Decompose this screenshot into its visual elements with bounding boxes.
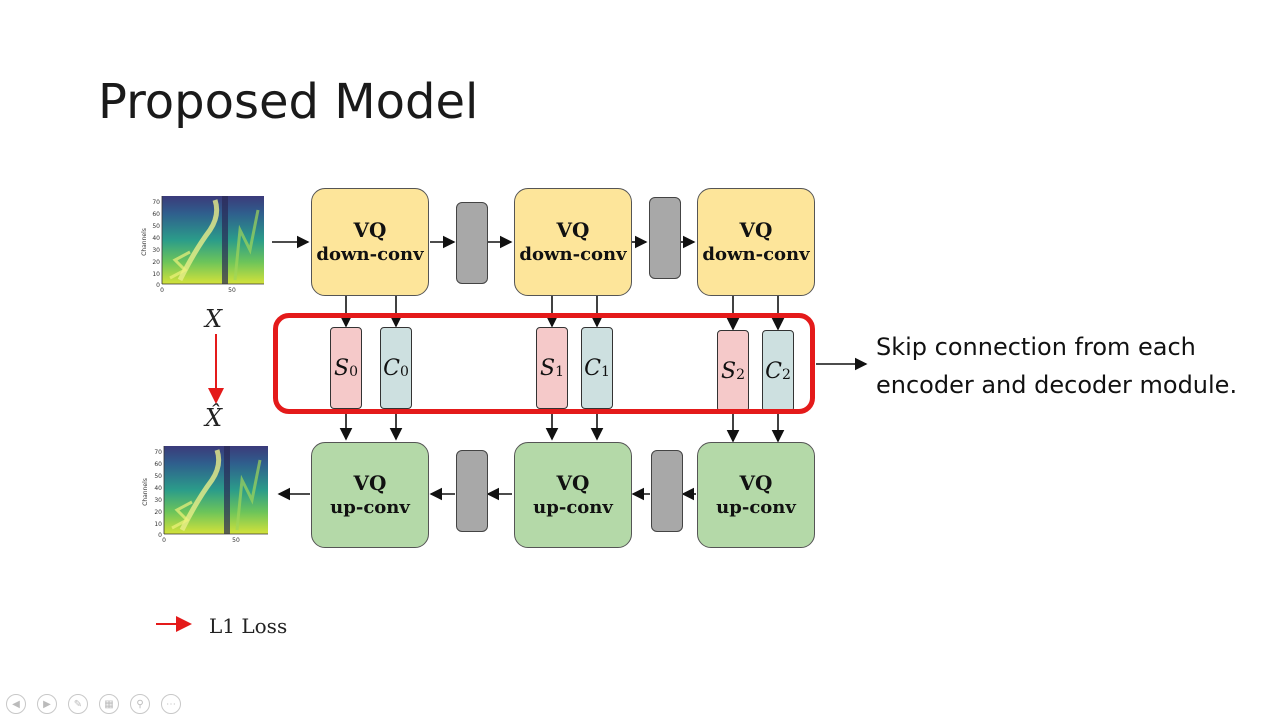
note-line-1: Skip connection from each [876, 333, 1196, 361]
ytick: 50 [154, 473, 162, 480]
ytick: 30 [152, 247, 160, 254]
encoder-label-vq: VQ [353, 218, 387, 242]
decoder-label-vq: VQ [739, 471, 773, 495]
c-code-sub: 2 [781, 367, 791, 383]
decoder-gray-block-0 [456, 450, 488, 532]
input-spectrogram: 70 60 50 40 30 20 10 0 0 50 Channels [141, 196, 264, 294]
encoder-block-2: VQ down-conv [697, 188, 815, 296]
decoder-label-vq: VQ [353, 471, 387, 495]
ytick: 40 [154, 485, 162, 492]
output-spectrogram: 70 60 50 40 30 20 10 0 0 50 Channels [142, 446, 268, 544]
c-code-symbol: C [383, 355, 400, 381]
xtick: 50 [228, 287, 236, 294]
encoder-label-type: down-conv [702, 244, 810, 265]
s-code-sub: 2 [736, 367, 745, 383]
decoder-block-1: VQ up-conv [514, 442, 632, 548]
next-icon[interactable]: ▶ [37, 694, 57, 714]
input-label: X [205, 305, 223, 333]
legend-label: L1 Loss [209, 614, 288, 638]
decoder-block-0: VQ up-conv [311, 442, 429, 548]
decoder-block-2: VQ up-conv [697, 442, 815, 548]
ytick: 60 [152, 211, 160, 218]
spectrogram-ylabel: Channels [141, 228, 148, 256]
ytick: 40 [152, 235, 160, 242]
more-icon[interactable]: ⋯ [161, 694, 181, 714]
s-code-sub: 1 [555, 364, 564, 380]
decoder-label-vq: VQ [556, 471, 590, 495]
encoder-label-type: down-conv [519, 244, 627, 265]
pen-icon[interactable]: ✎ [68, 694, 88, 714]
encoder-gray-block-0 [456, 202, 488, 284]
xtick: 50 [232, 537, 240, 544]
s-code-sub: 0 [349, 364, 358, 380]
output-label: X̂ [205, 404, 223, 432]
c-code-sub: 1 [600, 364, 610, 380]
ytick: 30 [154, 497, 162, 504]
skip-connection-note: Skip connection from each encoder and de… [876, 328, 1237, 404]
encoder-gray-block-1 [649, 197, 681, 279]
ytick: 70 [152, 199, 160, 206]
decoder-label-type: up-conv [330, 497, 410, 518]
encoder-block-1: VQ down-conv [514, 188, 632, 296]
ytick: 50 [152, 223, 160, 230]
encoder-label-type: down-conv [316, 244, 424, 265]
ytick: 70 [154, 449, 162, 456]
s-code-symbol: S [721, 358, 737, 384]
prev-icon[interactable]: ◀ [6, 694, 26, 714]
ytick: 0 [158, 532, 162, 539]
s-code-symbol: S [334, 355, 350, 381]
zoom-icon[interactable]: ⚲ [130, 694, 150, 714]
s-code-symbol: S [540, 355, 556, 381]
c-code-sub: 0 [399, 364, 409, 380]
decoder-label-type: up-conv [533, 497, 613, 518]
c-code-symbol: C [584, 355, 601, 381]
encoder-label-vq: VQ [739, 218, 773, 242]
ytick: 60 [154, 461, 162, 468]
ytick: 20 [152, 259, 160, 266]
slides-icon[interactable]: ▦ [99, 694, 119, 714]
spectrogram-ylabel: Channels [142, 478, 149, 506]
skip-connection-highlight [273, 313, 815, 414]
ytick: 0 [156, 282, 160, 289]
ytick: 10 [154, 521, 162, 528]
xtick: 0 [162, 537, 166, 544]
xtick: 0 [160, 287, 164, 294]
note-line-2: encoder and decoder module. [876, 371, 1238, 399]
encoder-label-vq: VQ [556, 218, 590, 242]
ytick: 20 [154, 509, 162, 516]
decoder-label-type: up-conv [716, 497, 796, 518]
decoder-gray-block-1 [651, 450, 683, 532]
slide-title: Proposed Model [98, 74, 479, 130]
c-code-symbol: C [765, 358, 782, 384]
ytick: 10 [152, 271, 160, 278]
encoder-block-0: VQ down-conv [311, 188, 429, 296]
